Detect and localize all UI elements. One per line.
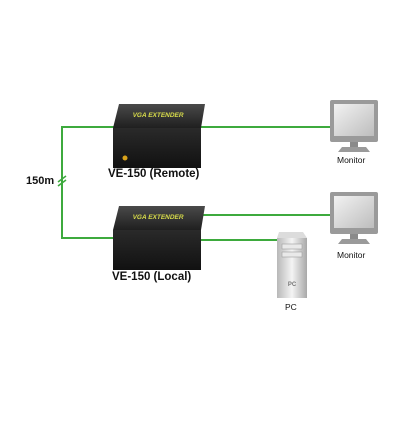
cable-break-mark [57, 179, 67, 187]
pc-tower: PC [277, 232, 307, 298]
cable-extender-link [57, 126, 115, 239]
monitor-screen [334, 196, 374, 228]
remote-extender-label: VE-150 (Remote) [108, 168, 200, 180]
monitor-base [338, 239, 370, 244]
drive-bay [281, 251, 303, 258]
pc-tower-text: PC [288, 282, 297, 288]
cable-break-mark [57, 175, 67, 183]
cable-line [61, 126, 115, 239]
monitor-neck [350, 142, 358, 147]
extender-top [113, 206, 205, 230]
local-extender-label: VE-150 (Local) [112, 271, 192, 283]
local-monitor-label: Monitor [337, 250, 366, 260]
remote-monitor-label: Monitor [337, 155, 366, 165]
drive-bay [281, 243, 303, 250]
power-led [122, 155, 128, 161]
distance-label: 150m [26, 175, 55, 187]
extender-top [113, 104, 205, 128]
monitor-base [338, 147, 370, 152]
extender-panel-text: VGA EXTENDER [132, 112, 185, 119]
extender-front [113, 230, 201, 270]
monitor-neck [350, 234, 358, 239]
extender-front [113, 128, 201, 168]
remote-extender: VGA EXTENDER [113, 104, 205, 168]
remote-monitor [330, 100, 378, 152]
extender-panel-text: VGA EXTENDER [132, 214, 185, 221]
pc-label: PC [285, 302, 297, 312]
tower-top [277, 232, 307, 238]
monitor-screen [334, 104, 374, 136]
local-extender: VGA EXTENDER [113, 206, 205, 270]
local-monitor [330, 192, 378, 244]
